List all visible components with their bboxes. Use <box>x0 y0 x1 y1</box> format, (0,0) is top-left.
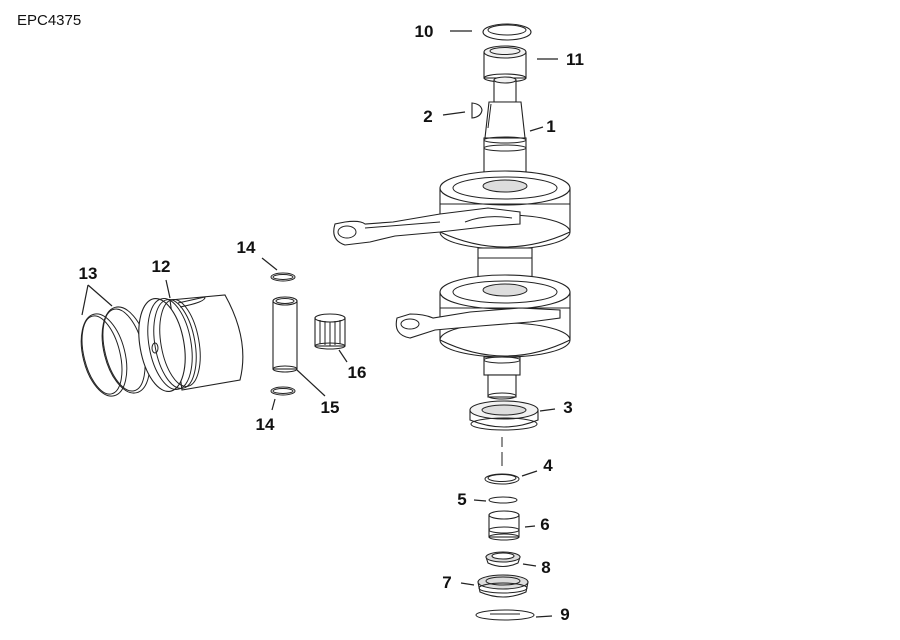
callout-6: 6 <box>540 515 550 534</box>
part-5-ring <box>488 496 518 504</box>
callout-14-top: 14 <box>236 238 256 257</box>
part-6-bearing <box>488 510 520 541</box>
leader-lines <box>81 30 558 618</box>
part-8-seal <box>485 551 521 568</box>
part-4-ring <box>484 473 520 485</box>
callout-5: 5 <box>457 490 467 509</box>
callout-13: 13 <box>78 264 98 283</box>
callout-15: 15 <box>320 398 340 417</box>
callout-1: 1 <box>546 117 556 136</box>
part-10-seal <box>482 23 532 41</box>
part-12-piston <box>138 294 244 392</box>
callout-9: 9 <box>560 605 570 624</box>
callout-12: 12 <box>151 257 171 276</box>
callout-14-bottom: 14 <box>255 415 275 434</box>
part-2-key <box>471 102 483 119</box>
diagram-code: EPC4375 <box>17 12 82 29</box>
callout-2: 2 <box>423 107 433 126</box>
callout-8: 8 <box>541 558 551 577</box>
callout-4: 4 <box>543 456 553 475</box>
part-16-needle-bearing <box>314 313 346 350</box>
part-3-seal <box>469 400 539 431</box>
callout-3: 3 <box>563 398 573 417</box>
callout-11: 11 <box>566 50 584 69</box>
part-1-crankshaft <box>333 76 571 400</box>
part-14-circlip-bottom <box>270 386 296 396</box>
part-9-oring <box>475 609 535 621</box>
callout-16: 16 <box>347 363 367 382</box>
part-14-circlip-top <box>270 272 296 282</box>
part-15-wrist-pin <box>272 296 298 373</box>
part-7-housing <box>477 574 529 598</box>
callout-7: 7 <box>442 573 452 592</box>
callout-10: 10 <box>414 22 434 41</box>
